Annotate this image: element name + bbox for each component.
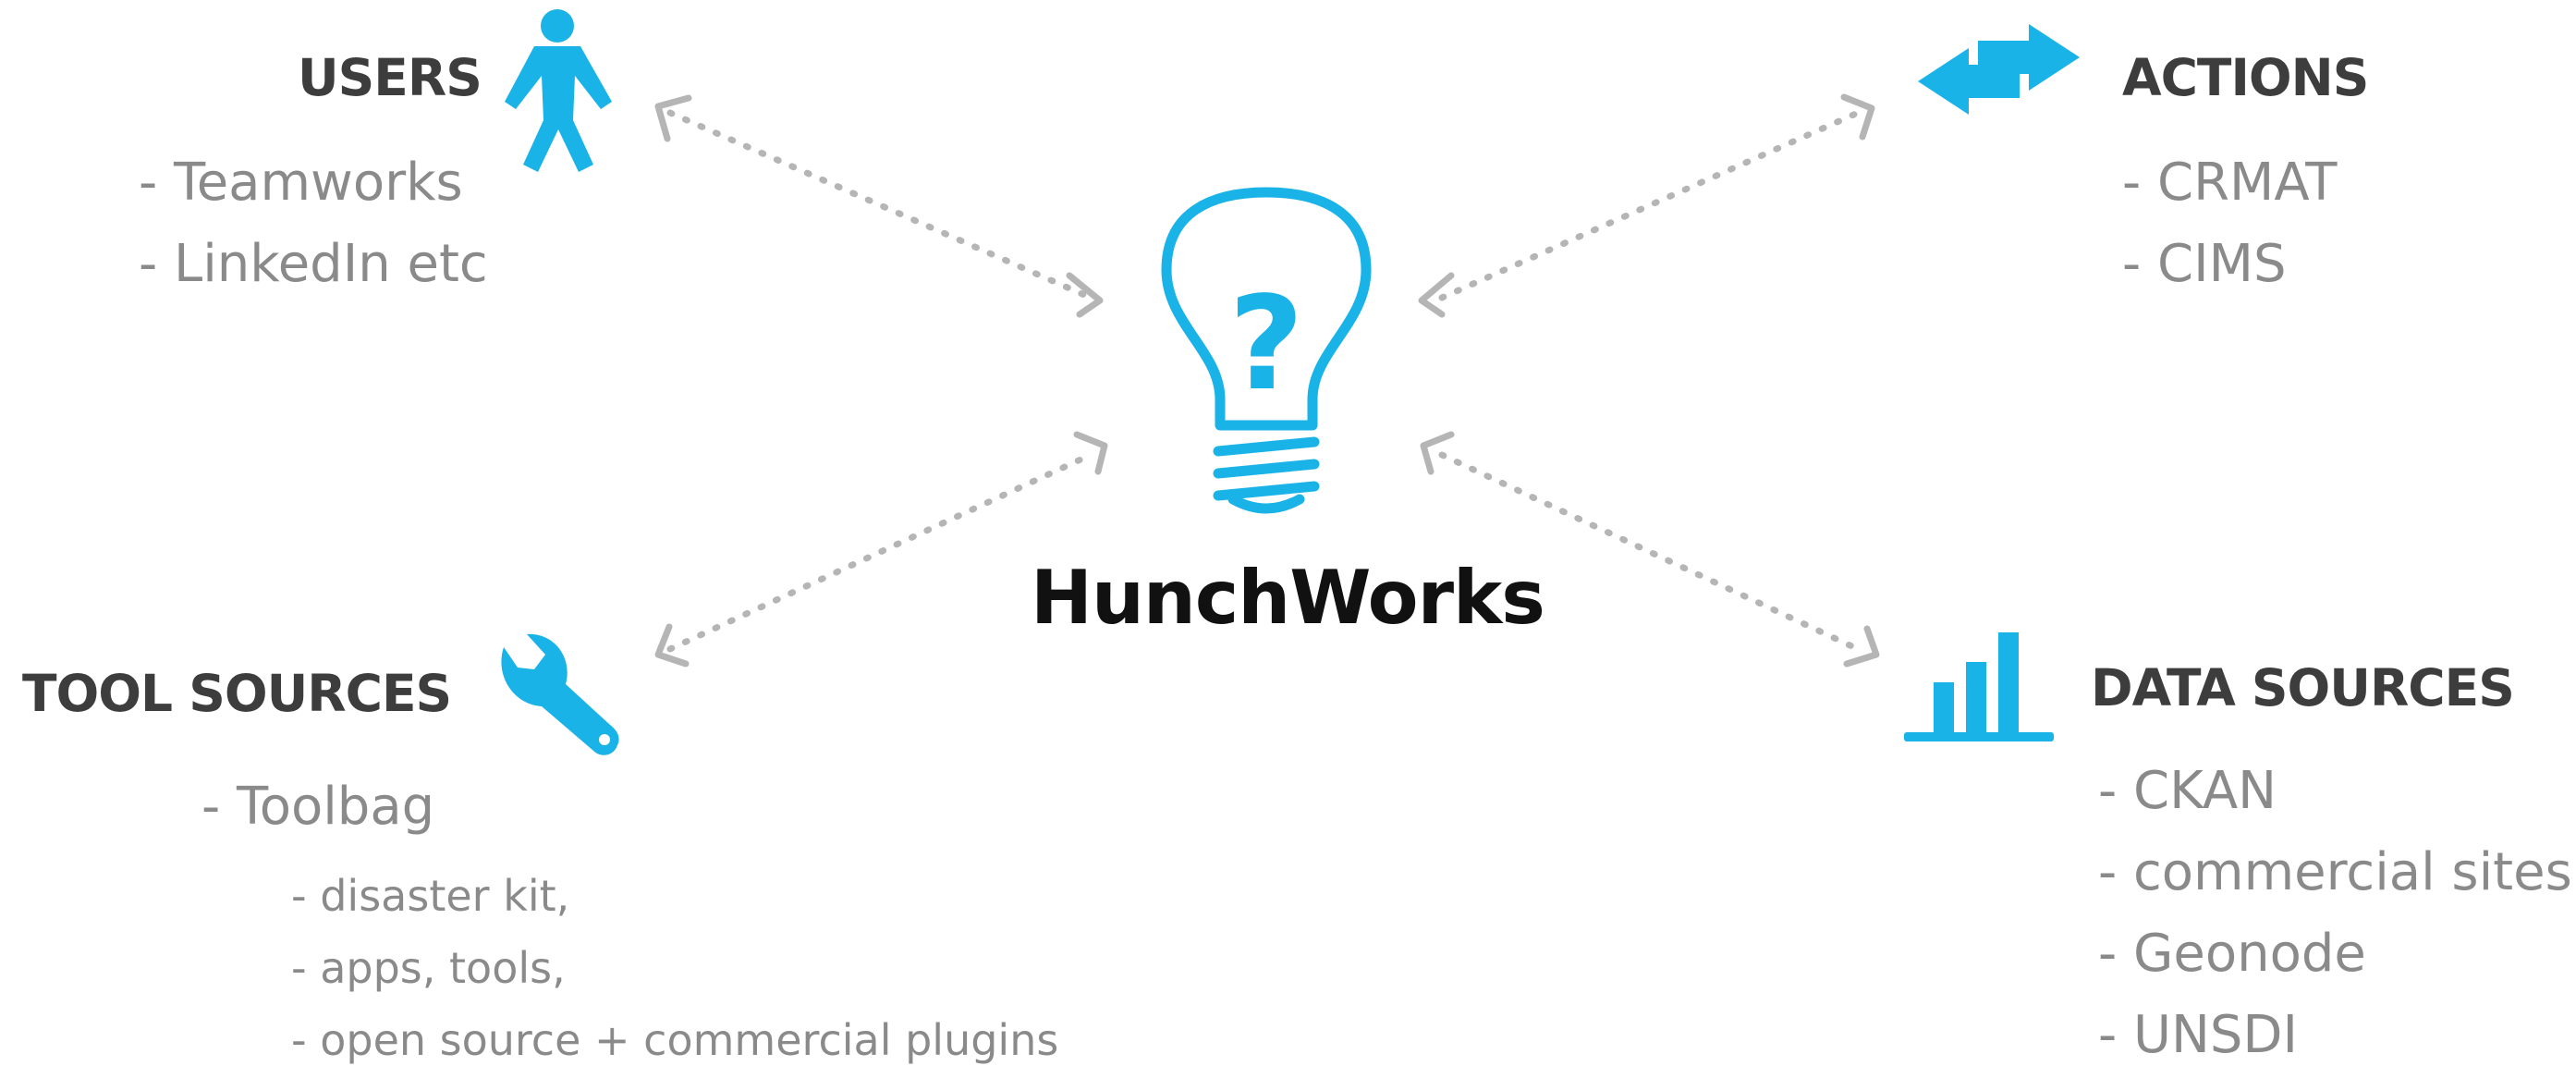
users-item-linkedin: - LinkedIn etc (139, 234, 488, 294)
data-sources-item-unsdi: - UNSDI (2098, 1005, 2299, 1065)
arrow-data-sources (1438, 451, 1862, 653)
tool-sources-subitem-disaster-kit: - disaster kit, (291, 871, 570, 921)
data-sources-heading: DATA SOURCES (2091, 658, 2515, 717)
center-title: HunchWorks (1031, 555, 1545, 641)
users-item-teamworks: - Teamworks (139, 153, 463, 213)
actions-heading: ACTIONS (2122, 48, 2369, 107)
tool-sources-heading: TOOL SOURCES (22, 664, 452, 723)
data-sources-item-ckan: - CKAN (2098, 761, 2277, 821)
actions-item-crmat: - CRMAT (2122, 153, 2338, 213)
tool-sources-subitem-apps-tools: - apps, tools, (291, 943, 566, 993)
actions-item-cims: - CIMS (2122, 234, 2287, 294)
arrow-tool-sources (666, 451, 1094, 653)
data-sources-item-commercial-sites: - commercial sites (2098, 842, 2572, 902)
data-sources-item-geonode: - Geonode (2098, 924, 2366, 984)
svg-text:?: ? (1228, 269, 1303, 420)
users-heading: USERS (298, 48, 482, 107)
tool-sources-subitem-plugins: - open source + commercial plugins (291, 1015, 1059, 1065)
arrow-users (666, 109, 1094, 301)
tool-sources-item-toolbag: - Toolbag (201, 777, 435, 837)
